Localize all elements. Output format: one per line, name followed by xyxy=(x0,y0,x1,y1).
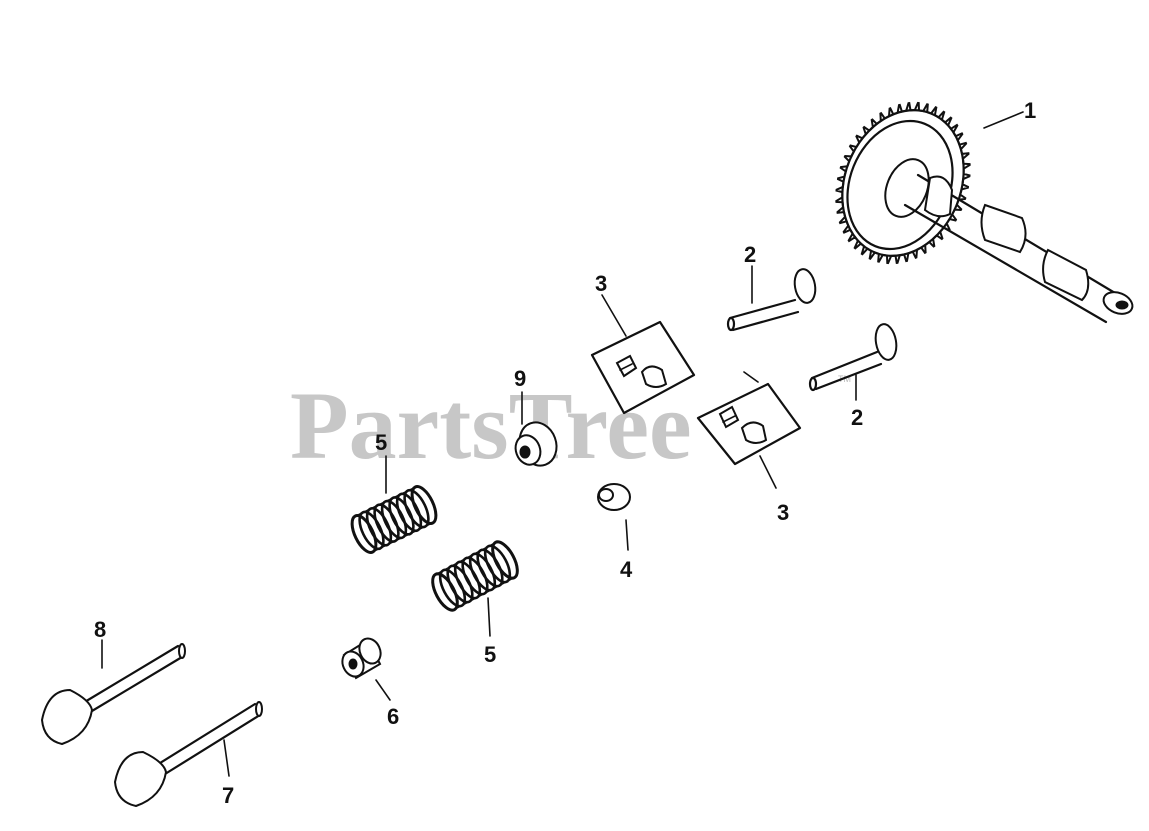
spring-coils xyxy=(431,540,519,612)
part-tappet-lower[interactable] xyxy=(808,323,899,392)
part-valve-8[interactable] xyxy=(40,643,186,746)
leader-lines xyxy=(101,111,1024,777)
watermark-text: PartsTree xyxy=(290,372,692,479)
callout-8: 8 xyxy=(94,617,106,642)
spring-outline xyxy=(435,541,515,611)
callout-6: 6 xyxy=(387,704,399,729)
part-retainer[interactable] xyxy=(597,483,631,511)
callout-5-lower: 5 xyxy=(484,642,496,667)
part-spring-lower[interactable] xyxy=(428,538,523,614)
part-camshaft[interactable] xyxy=(821,92,1136,324)
callout-4: 4 xyxy=(620,557,633,582)
spring-coils xyxy=(350,485,438,554)
callout-5-upper: 5 xyxy=(375,430,387,455)
callout-7: 7 xyxy=(222,783,234,808)
callout-3-lower: 3 xyxy=(777,500,789,525)
callout-3-upper: 3 xyxy=(595,271,607,296)
callout-2-upper: 2 xyxy=(744,242,756,267)
callout-labels: 1 2 2 3 3 4 5 5 6 7 8 9 xyxy=(94,98,1036,808)
part-keepers-upper[interactable] xyxy=(590,320,696,415)
part-valve-7[interactable] xyxy=(113,701,263,808)
part-seal[interactable] xyxy=(512,417,563,471)
callout-2-lower: 2 xyxy=(851,405,863,430)
part-tappet-upper[interactable] xyxy=(726,268,818,332)
callout-9: 9 xyxy=(514,366,526,391)
part-keepers-lower[interactable] xyxy=(696,382,802,466)
spring-outline xyxy=(355,486,433,553)
callout-1: 1 xyxy=(1024,98,1036,123)
part-bushing[interactable] xyxy=(338,635,384,680)
part-spring-upper[interactable] xyxy=(347,483,441,556)
